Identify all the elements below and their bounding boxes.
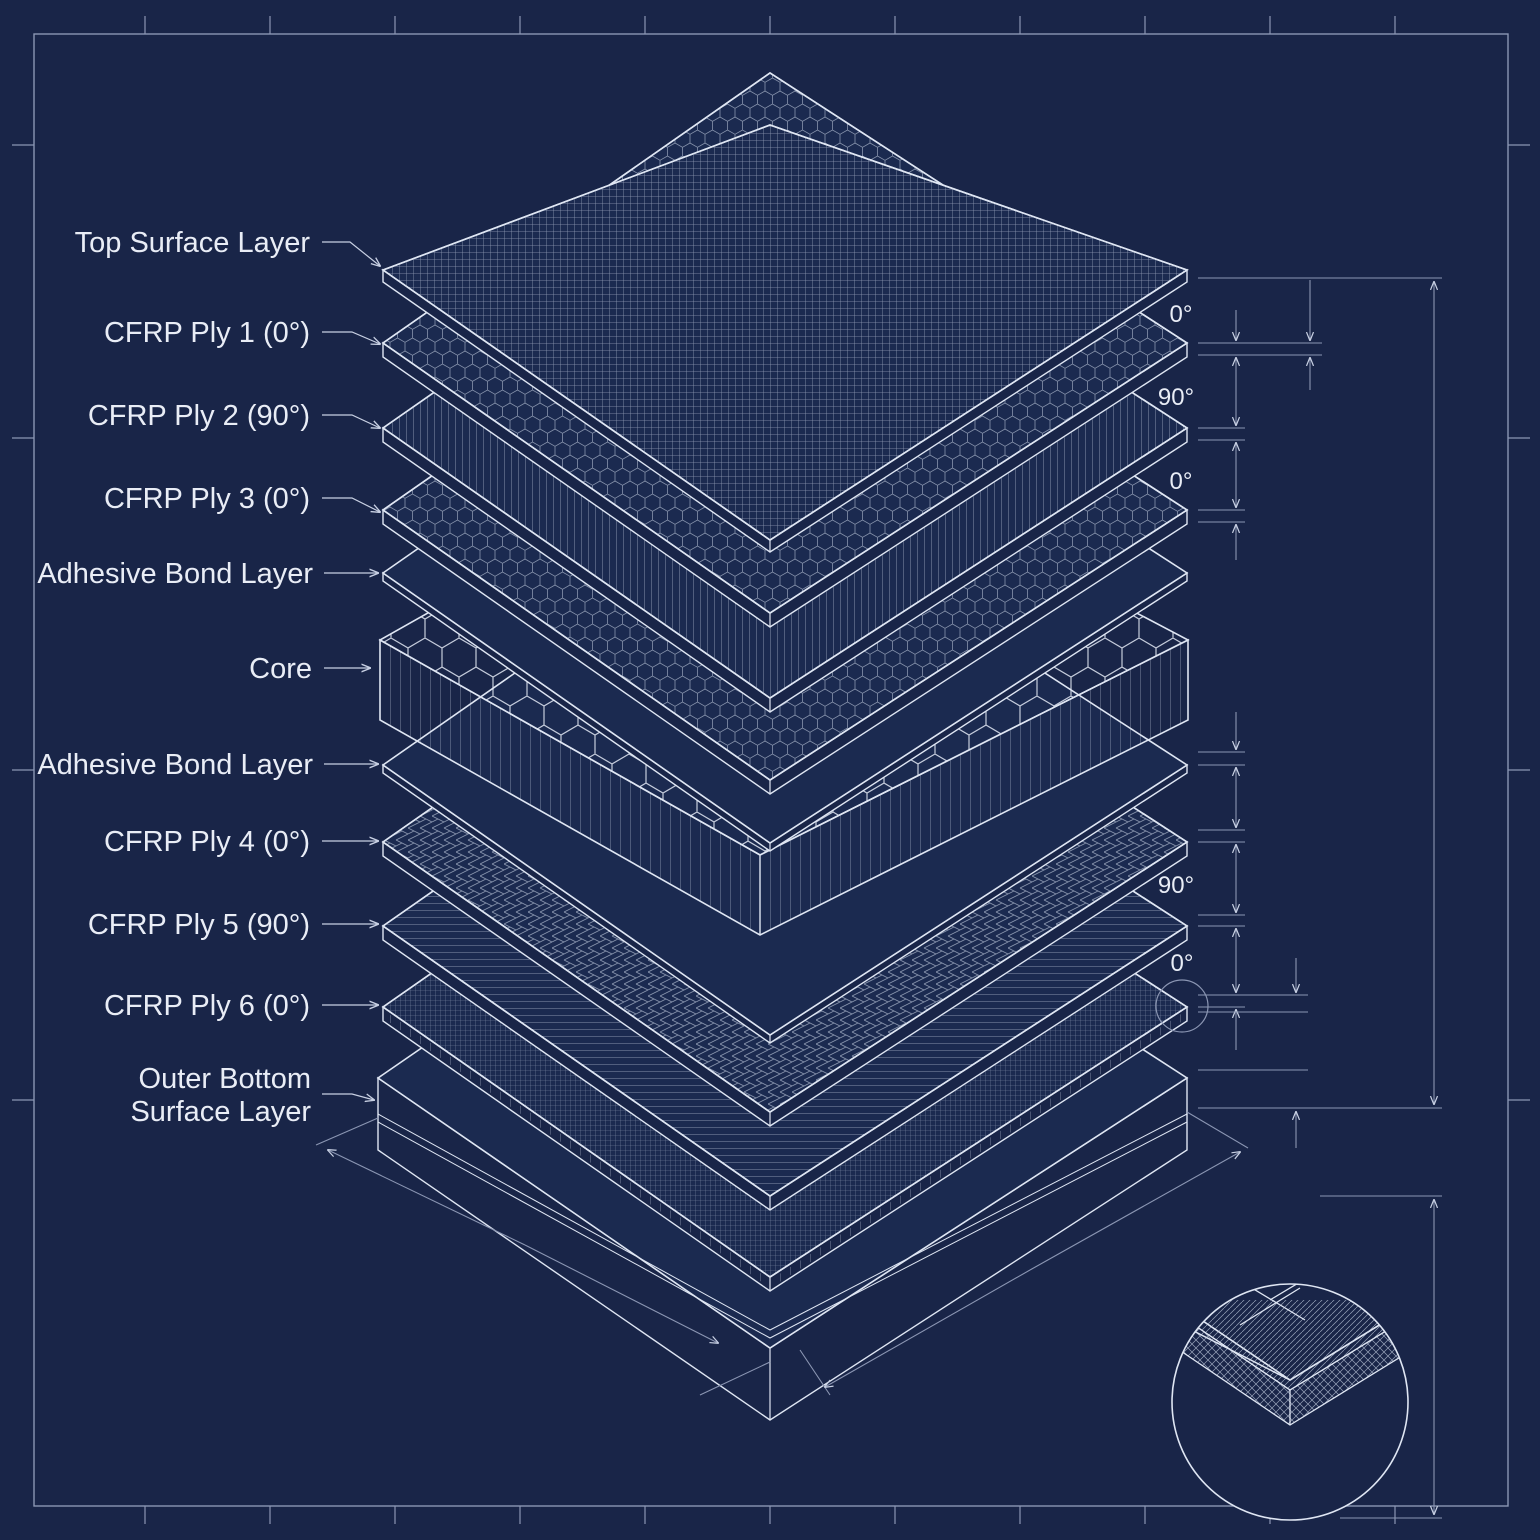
label-outer-bottom-line1: Outer Bottom [139,1063,311,1095]
leader-arrow-icon [322,414,380,428]
dimension-arrow [328,1150,526,1246]
label-top-surface: Top Surface Layer [75,227,311,259]
angle-ply6: 0° [1171,950,1194,977]
label-outer-bottom-line2: Surface Layer [130,1096,311,1128]
outer-bottom-stripe [377,1113,1188,1331]
extension-line [699,1361,771,1396]
label-core: Core [249,653,312,685]
dimension-arrow [825,1269,1031,1387]
label-group: Top Surface Layer CFRP Ply 1 (0°) CFRP P… [37,227,1194,1128]
leader-arrow-icon [322,331,380,344]
label-ply6: CFRP Ply 6 (0°) [104,990,310,1022]
extension-line [1186,1111,1249,1149]
leader-arrow-icon [322,1093,374,1100]
label-ply4: CFRP Ply 4 (0°) [104,826,310,858]
angle-ply2: 90° [1158,384,1194,411]
drawing-frame [12,16,1530,1524]
outer-bottom-stripe [377,1121,1188,1339]
leader-arrow-icon [322,241,380,266]
top-surface-layer [381,124,1189,553]
label-adhesive-bottom: Adhesive Bond Layer [37,749,313,781]
dimension-lines [315,277,1442,1519]
dimension-arrow [524,1244,718,1343]
extension-line [315,1117,379,1146]
top-surface-layer-face-pattern [381,124,1189,541]
angle-ply5: 90° [1158,872,1194,899]
label-ply5: CFRP Ply 5 (90°) [88,909,310,941]
layer-stack [376,72,1190,1421]
circular-detail-inset-icon [1171,1283,1409,1521]
label-adhesive-top: Adhesive Bond Layer [37,558,313,590]
angle-ply3: 0° [1170,468,1193,495]
detail-callout-circle [1155,979,1209,1033]
leader-lines [322,241,380,1100]
label-ply2: CFRP Ply 2 (90°) [88,400,310,432]
dimension-arrow [1029,1152,1240,1271]
label-ply3: CFRP Ply 3 (0°) [104,483,310,515]
leader-arrow-icon [322,497,380,512]
angle-ply1: 0° [1170,301,1193,328]
label-ply1: CFRP Ply 1 (0°) [104,317,310,349]
